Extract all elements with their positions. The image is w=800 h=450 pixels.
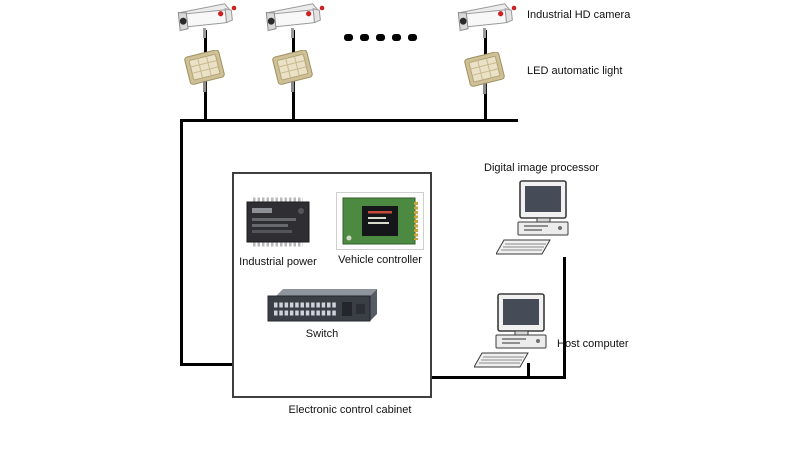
bus-to-cabinet-vertical-line: [180, 119, 183, 366]
ellipsis-dot: [408, 34, 417, 41]
vehicle-controller-label: Vehicle controller: [338, 254, 422, 266]
led-light-1-icon: [183, 49, 227, 99]
ellipsis-dot: [376, 34, 385, 41]
host-computer-label: Host computer: [557, 338, 629, 350]
ellipsis-dot: [344, 34, 353, 41]
bus-to-cabinet-horizontal-line: [180, 363, 234, 366]
ellipsis-dot: [392, 34, 401, 41]
led-light-3-icon: [463, 51, 507, 101]
digital-image-processor-label: Digital image processor: [484, 162, 599, 174]
host-computer-icon: [473, 293, 554, 376]
led-label: LED automatic light: [527, 65, 623, 77]
cabinet-to-computers-horizontal-line: [430, 376, 566, 379]
camera-3-icon: [456, 2, 518, 45]
processor-vertical-line: [563, 257, 566, 379]
switch-label: Switch: [305, 328, 339, 340]
ellipsis-dot: [360, 34, 369, 41]
industrial-power-image: [244, 196, 312, 253]
camera-1-icon: [176, 2, 238, 45]
host-vertical-line: [527, 363, 530, 379]
industrial-power-label: Industrial power: [239, 256, 317, 268]
led-light-2-icon: [271, 49, 315, 99]
ellipsis-dots: [344, 34, 417, 41]
switch-image: [266, 288, 378, 329]
camera-bus-line: [180, 119, 518, 122]
cabinet-label: Electronic control cabinet: [288, 404, 412, 416]
camera-2-icon: [264, 2, 326, 45]
camera-label: Industrial HD camera: [527, 9, 631, 21]
vehicle-controller-image: [336, 192, 424, 255]
digital-image-processor-icon: [495, 180, 576, 263]
